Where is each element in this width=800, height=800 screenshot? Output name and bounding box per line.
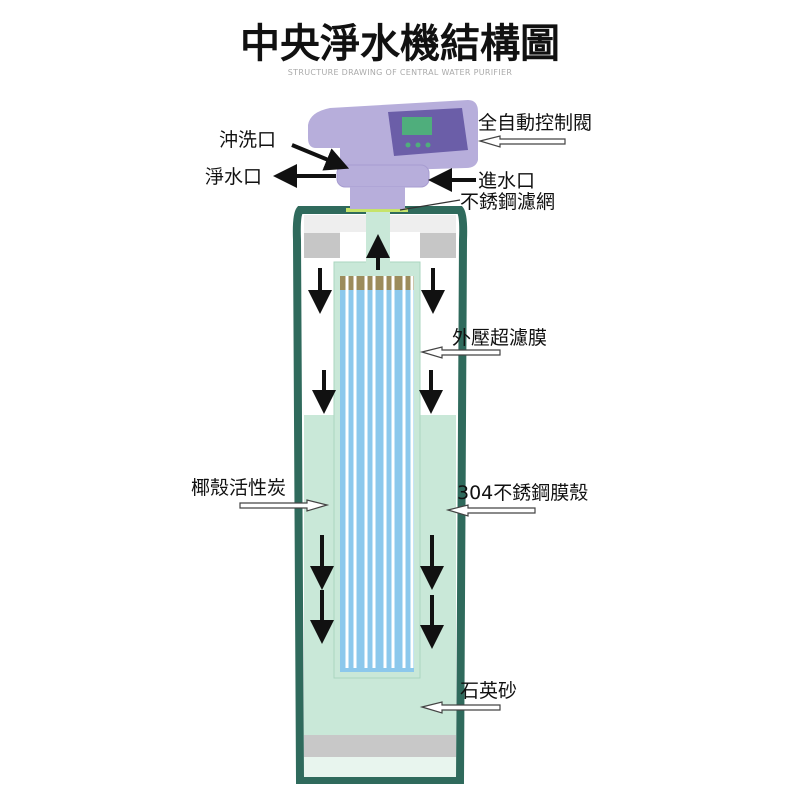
label-coconut-carbon: 椰殼活性炭 — [191, 477, 286, 499]
display-screen — [402, 117, 432, 135]
stainless-mesh — [346, 208, 408, 212]
label-pure-outlet: 淨水口 — [205, 166, 262, 188]
label-control-valve: 全自動控制閥 — [478, 112, 592, 134]
label-steel-mesh: 不銹鋼濾網 — [460, 191, 555, 213]
diagram-subtitle: STRUCTURE DRAWING OF CENTRAL WATER PURIF… — [288, 68, 513, 77]
label-steel-housing: 304不銹鋼膜殼 — [457, 482, 588, 504]
label-flush-outlet: 沖洗口 — [219, 129, 276, 151]
label-inlet: 進水口 — [478, 170, 535, 192]
diagram-title: 中央淨水機結構圖 — [240, 21, 560, 67]
label-quartz-sand: 石英砂 — [460, 680, 517, 702]
control-valve — [308, 100, 478, 209]
label-pointers — [239, 135, 566, 714]
label-uf-membrane: 外壓超濾膜 — [452, 327, 547, 349]
uf-membrane-module — [333, 185, 421, 679]
flow-arrows — [273, 143, 476, 649]
quartz-sand-layer — [304, 735, 456, 757]
